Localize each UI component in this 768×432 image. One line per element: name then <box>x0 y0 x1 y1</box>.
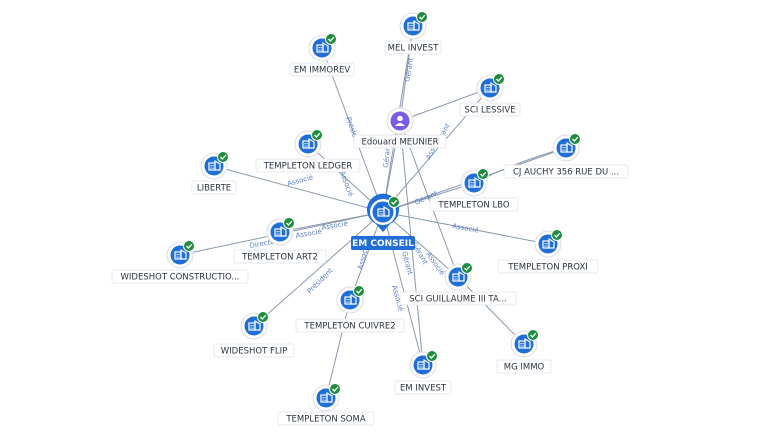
node-label: CJ AUCHY 356 RUE DU ... <box>513 168 619 178</box>
node-label: EM IMMOREV <box>294 66 351 76</box>
node-label: SCI LESSIVE <box>464 106 515 116</box>
company-node[interactable]: EM IMMOREV <box>289 32 355 77</box>
edge-label: Gérant <box>400 250 414 276</box>
edge-label: Associé <box>286 173 314 188</box>
company-node[interactable]: LIBERTE <box>191 150 237 195</box>
node-label: MG IMMO <box>504 363 545 373</box>
company-node[interactable]: TEMPLETON LEDGER <box>255 128 361 173</box>
center-node[interactable]: EM CONSEIL <box>351 193 415 250</box>
company-node[interactable]: SCI GUILLAUME III TA... <box>399 261 517 306</box>
company-node[interactable]: WIDESHOT CONSTRUCTIO... <box>111 239 249 284</box>
company-node[interactable]: TEMPLETON ART2 <box>233 216 327 264</box>
company-node[interactable]: TEMPLETON LBO <box>429 167 519 212</box>
node-label: TEMPLETON CUIVRE2 <box>303 322 395 332</box>
node-label: TEMPLETON LBO <box>437 201 509 211</box>
edge-label: Gérant <box>382 143 392 168</box>
node-label: TEMPLETON PROXI <box>507 263 588 273</box>
company-node[interactable]: SCI LESSIVE <box>459 72 521 117</box>
node-label: Edouard MEUNIER <box>361 138 438 148</box>
company-node[interactable]: TEMPLETON CUIVRE2 <box>295 284 405 333</box>
node-label: TEMPLETON SOMA <box>285 415 365 425</box>
node-label: LIBERTE <box>197 184 231 194</box>
person-icon <box>397 115 403 122</box>
company-node[interactable]: WIDESHOT FLIP <box>213 310 295 358</box>
node-label: WIDESHOT FLIP <box>221 347 287 357</box>
node-label: MEL INVEST <box>388 44 440 54</box>
node-label: TEMPLETON ART2 <box>241 253 318 263</box>
company-node[interactable]: CJ AUCHY 356 RUE DU ... <box>503 132 629 179</box>
node-label: WIDESHOT CONSTRUCTIO... <box>121 273 240 283</box>
company-node[interactable]: MEL INVEST <box>384 10 442 55</box>
edge-label: Associé <box>452 222 479 234</box>
edge-label: Associé <box>321 219 348 231</box>
node-label: SCI GUILLAUME III TA... <box>409 295 507 305</box>
node-label: EM INVEST <box>400 384 447 394</box>
node-label: TEMPLETON LEDGER <box>263 162 353 172</box>
company-node[interactable]: MG IMMO <box>496 328 552 374</box>
center-label: EM CONSEIL <box>352 239 414 249</box>
company-node[interactable]: TEMPLETON PROXI <box>497 228 599 274</box>
company-node[interactable]: EM INVEST <box>394 349 452 395</box>
person-node[interactable]: Edouard MEUNIER <box>353 107 447 149</box>
company-node[interactable]: TEMPLETON SOMA <box>277 382 375 426</box>
edge-label: Gérant <box>403 57 415 82</box>
edge-label: Président <box>306 266 335 295</box>
